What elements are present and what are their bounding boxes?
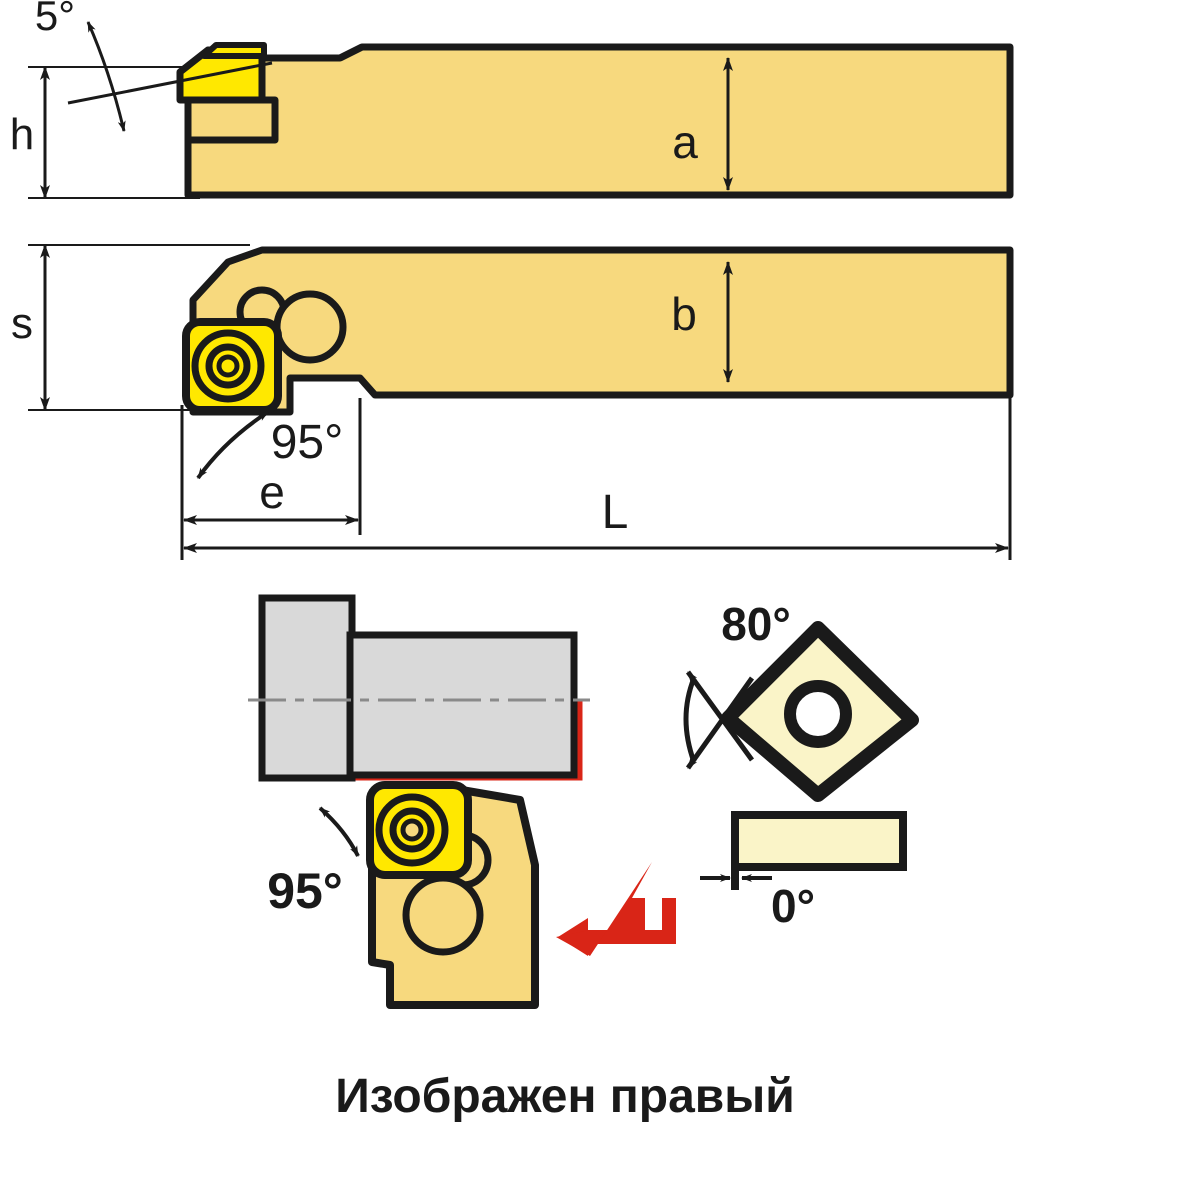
coolant-hole-large bbox=[273, 290, 347, 364]
dimension-label-L: L bbox=[602, 486, 629, 539]
application-insert-outer-ring bbox=[375, 793, 449, 867]
insert-bore-mid-ring bbox=[205, 343, 251, 389]
angle-95-arc-application bbox=[318, 806, 360, 857]
tool-shank-body-side bbox=[184, 43, 1014, 199]
angle-label-80deg: 80° bbox=[721, 598, 791, 650]
tool-head-notch-edge bbox=[338, 43, 364, 62]
dimension-label-h: h bbox=[10, 110, 34, 159]
workpiece-flange bbox=[258, 594, 356, 782]
feed-direction-arrow-fill bbox=[556, 862, 652, 956]
dimension-label-e: e bbox=[259, 466, 285, 518]
drawing-caption: Изображен правый bbox=[335, 1070, 795, 1123]
angle-label-5deg: 5° bbox=[35, 0, 75, 39]
tool-head-seat-side bbox=[184, 96, 279, 144]
workpiece-shaft bbox=[346, 631, 578, 779]
application-insert-inner-ring bbox=[400, 818, 424, 842]
insert-0deg-side bbox=[731, 811, 907, 871]
middle-view-group: s 95° e L b bbox=[11, 244, 1014, 560]
dimension-label-s: s bbox=[11, 299, 33, 348]
cutting-insert-top-chamfer bbox=[201, 42, 267, 59]
dimension-label-a: a bbox=[672, 116, 698, 168]
top-view-group: h 5° a bbox=[10, 0, 1014, 199]
angle-95-arc-middle bbox=[196, 410, 270, 480]
angle-label-95deg-middle: 95° bbox=[271, 416, 344, 469]
insert-bore-inner-ring bbox=[216, 354, 240, 378]
angle-5-arc bbox=[86, 21, 126, 132]
application-view-group: 95° bbox=[248, 594, 676, 1009]
application-coolant-hole-large bbox=[402, 874, 484, 956]
angle-label-95deg-application: 95° bbox=[267, 863, 343, 919]
angle-80-line-upper bbox=[685, 670, 755, 762]
application-insert-mid-ring bbox=[389, 807, 435, 853]
angle-80-arc bbox=[683, 677, 697, 763]
insert-80deg-bore bbox=[784, 680, 852, 748]
angle-label-0deg: 0° bbox=[771, 880, 815, 932]
angle-80-line-lower bbox=[685, 676, 755, 770]
dimension-label-b: b bbox=[671, 288, 697, 340]
insert-geometry-group: 80° 0° bbox=[683, 598, 919, 932]
insert-bore-outer-ring bbox=[191, 329, 265, 403]
